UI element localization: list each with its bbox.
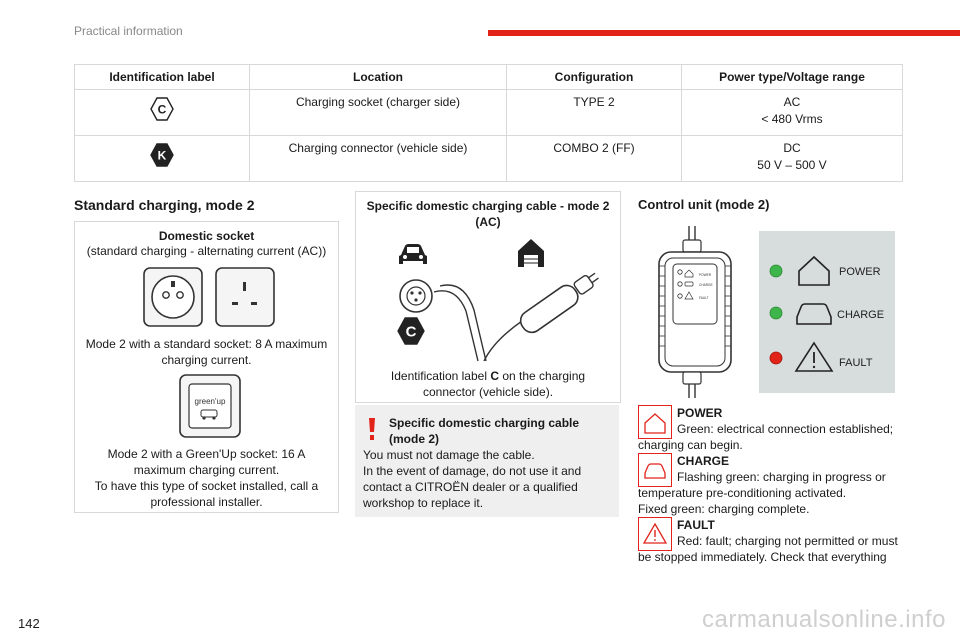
table-cell-configuration: COMBO 2 (FF) — [506, 135, 682, 182]
charging-cable-illustration — [399, 272, 599, 362]
charge-desc-line-2: temperature pre-conditioning activated. — [638, 486, 847, 500]
status-panel: POWER CHARGE FAULT — [759, 231, 895, 393]
warning-box: Specific domestic charging cable (mode 2… — [355, 405, 619, 517]
table-cell-location: Charging connector (vehicle side) — [249, 135, 507, 182]
table-cell-label: K — [74, 135, 250, 182]
table-header-row: Identification label Location Configurat… — [74, 64, 903, 90]
label-c-icon: C — [150, 97, 174, 121]
unit-label-power: POWER — [699, 273, 712, 277]
control-unit-title: Control unit (mode 2) — [638, 197, 770, 212]
exclamation-icon — [369, 418, 375, 440]
identification-caption: Identification label C on the charging c… — [376, 368, 600, 400]
warning-line-1: You must not damage the cable. — [363, 448, 535, 462]
domestic-socket-card: Domestic socket (standard charging - alt… — [74, 221, 339, 513]
section-title-header: Practical information — [74, 24, 183, 38]
table-cell-power: DC 50 V – 500 V — [681, 135, 903, 182]
socket-outlets-icon — [143, 267, 275, 327]
power-house-icon — [644, 413, 666, 434]
charging-cable-title: Specific domestic charging cable - mode … — [366, 199, 610, 229]
label-c-letter: C — [158, 103, 167, 117]
caption-pre: Identification label — [390, 369, 491, 383]
identification-table: Identification label Location Configurat… — [74, 64, 903, 182]
charge-title: CHARGE — [677, 454, 730, 468]
header-accent-bar — [488, 30, 960, 36]
domestic-socket-title: Domestic socket — [158, 229, 255, 243]
charge-desc-line-1: Flashing green: charging in progress or — [677, 470, 886, 484]
label-k-icon: K — [150, 143, 174, 167]
voltage-range: 50 V – 500 V — [757, 158, 827, 172]
status-panel-graphic: POWER CHARGE FAULT — [769, 255, 884, 372]
panel-label-fault: FAULT — [839, 357, 873, 369]
fault-warning-icon — [642, 522, 668, 544]
charge-indicator-icon — [638, 453, 672, 487]
fault-desc-line-1: Red: fault; charging not permitted or mu… — [677, 534, 898, 548]
page-number: 142 — [18, 616, 40, 631]
panel-label-charge: CHARGE — [837, 309, 884, 321]
label-k-letter: K — [158, 149, 167, 163]
power-desc-line-2: charging can begin. — [638, 438, 743, 452]
col-header-power: Power type/Voltage range — [681, 64, 903, 90]
standard-charging-title: Standard charging, mode 2 — [74, 197, 255, 213]
charge-desc-line-3: Fixed green: charging complete. — [638, 502, 810, 516]
unit-label-fault: FAULT — [699, 296, 709, 300]
table-row: K Charging connector (vehicle side) COMB… — [74, 135, 903, 182]
watermark: carmanualsonline.info — [702, 606, 946, 633]
label-c-badge-icon: C — [397, 317, 425, 345]
house-icon — [518, 239, 544, 267]
table-row: C Charging socket (charger side) TYPE 2 … — [74, 89, 903, 136]
table-cell-power: AC < 480 Vrms — [681, 89, 903, 136]
table-cell-configuration: TYPE 2 — [506, 89, 682, 136]
power-type: DC — [783, 141, 801, 155]
domestic-socket-subtitle: (standard charging - alternating current… — [86, 244, 327, 258]
greenup-socket-icon: green'up — [179, 374, 241, 438]
warning-line-2: In the event of damage, do not use it an… — [363, 464, 582, 510]
table-cell-location: Charging socket (charger side) — [249, 89, 507, 136]
col-header-label: Identification label — [74, 64, 250, 90]
car-icon — [399, 244, 427, 264]
greenup-socket-caption: Mode 2 with a Green'Up socket: 16 A maxi… — [107, 447, 306, 477]
voltage-range: < 480 Vrms — [761, 112, 823, 126]
power-title: POWER — [677, 406, 723, 420]
col-header-location: Location — [249, 64, 507, 90]
caption-bold-label: C — [490, 369, 499, 383]
power-desc-line-1: Green: electrical connection established… — [677, 422, 894, 436]
greenup-label: green'up — [195, 397, 226, 406]
fault-indicator-icon — [638, 517, 672, 551]
charging-cable-card: Specific domestic charging cable - mode … — [355, 191, 621, 403]
fault-title: FAULT — [677, 518, 715, 532]
installer-caption: To have this type of socket installed, c… — [94, 479, 319, 509]
standard-socket-caption: Mode 2 with a standard socket: 8 A maxim… — [85, 337, 328, 367]
fault-desc-line-2: be stopped immediately. Check that every… — [638, 550, 887, 564]
charge-car-icon — [644, 463, 666, 479]
table-cell-label: C — [74, 89, 250, 136]
unit-label-charge: CHARGE — [699, 283, 713, 287]
badge-c-letter: C — [406, 324, 417, 341]
caption-post: on the charging connector (vehicle side)… — [422, 369, 586, 399]
col-header-configuration: Configuration — [506, 64, 682, 90]
control-unit-illustration: POWER CHARGE FAULT — [658, 226, 732, 398]
warning-title: Specific domestic charging cable (mode 2… — [389, 416, 580, 446]
power-type: AC — [783, 95, 801, 109]
power-indicator-icon — [638, 405, 672, 439]
panel-label-power: POWER — [839, 266, 881, 278]
